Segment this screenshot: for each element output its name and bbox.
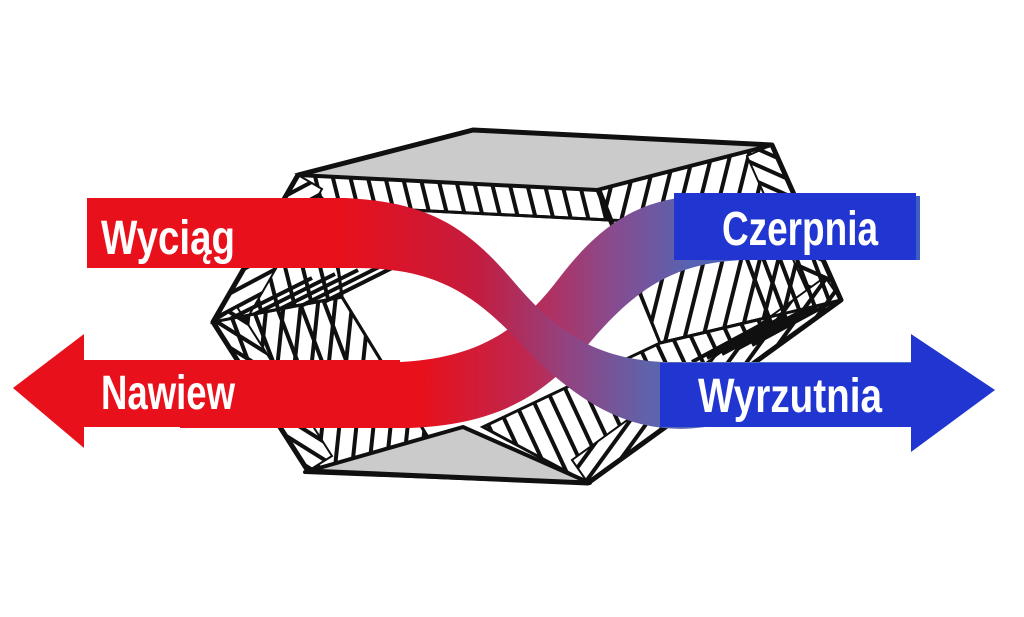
nawiew-arrow bbox=[13, 334, 400, 448]
nawiew-label: Nawiew bbox=[101, 367, 236, 420]
wyrzutnia-label: Wyrzutnia bbox=[698, 370, 882, 423]
czerpnia-label: Czerpnia bbox=[722, 203, 878, 256]
czerpnia-label-box bbox=[674, 193, 916, 260]
wyrzutnia-arrow bbox=[660, 334, 995, 452]
wyciag-label: Wyciąg bbox=[101, 212, 235, 265]
